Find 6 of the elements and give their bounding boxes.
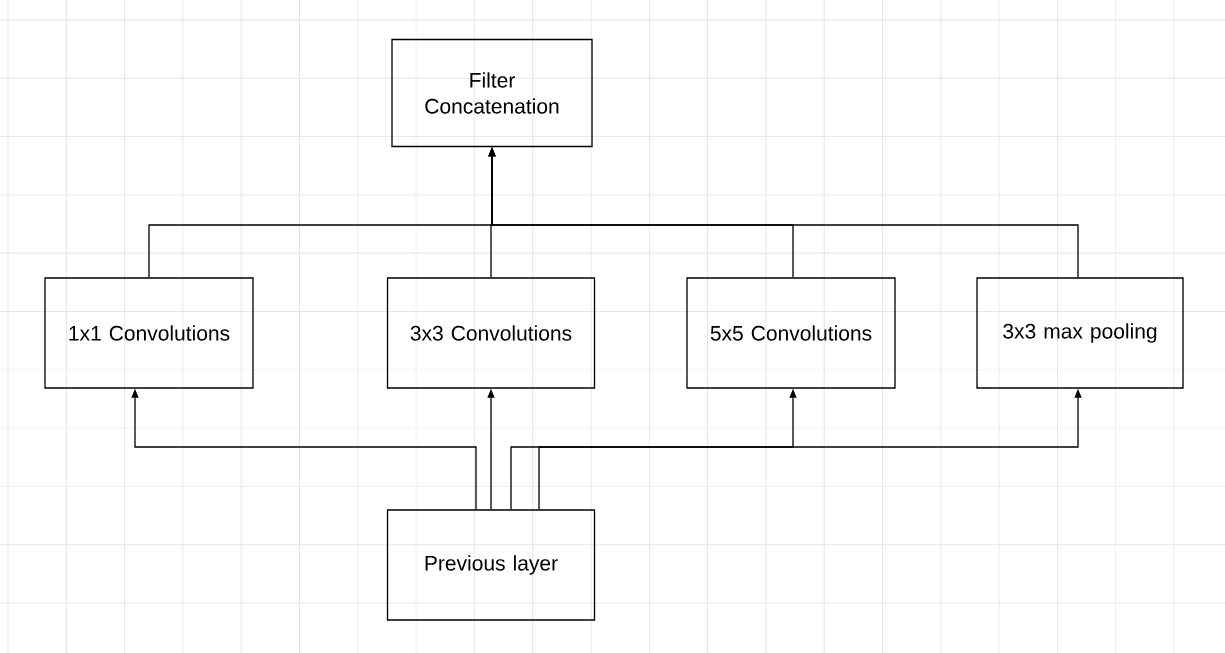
process-box: 3x3 Convolutions — [386, 277, 596, 389]
process-box: 1x1 Convolutions — [44, 277, 254, 389]
process-box: 3x3 max pooling — [976, 277, 1184, 389]
process-box: Previous layer — [386, 509, 596, 621]
process-box: Filter Concatenation — [391, 38, 593, 148]
process-box: 5x5 Convolutions — [686, 277, 896, 389]
